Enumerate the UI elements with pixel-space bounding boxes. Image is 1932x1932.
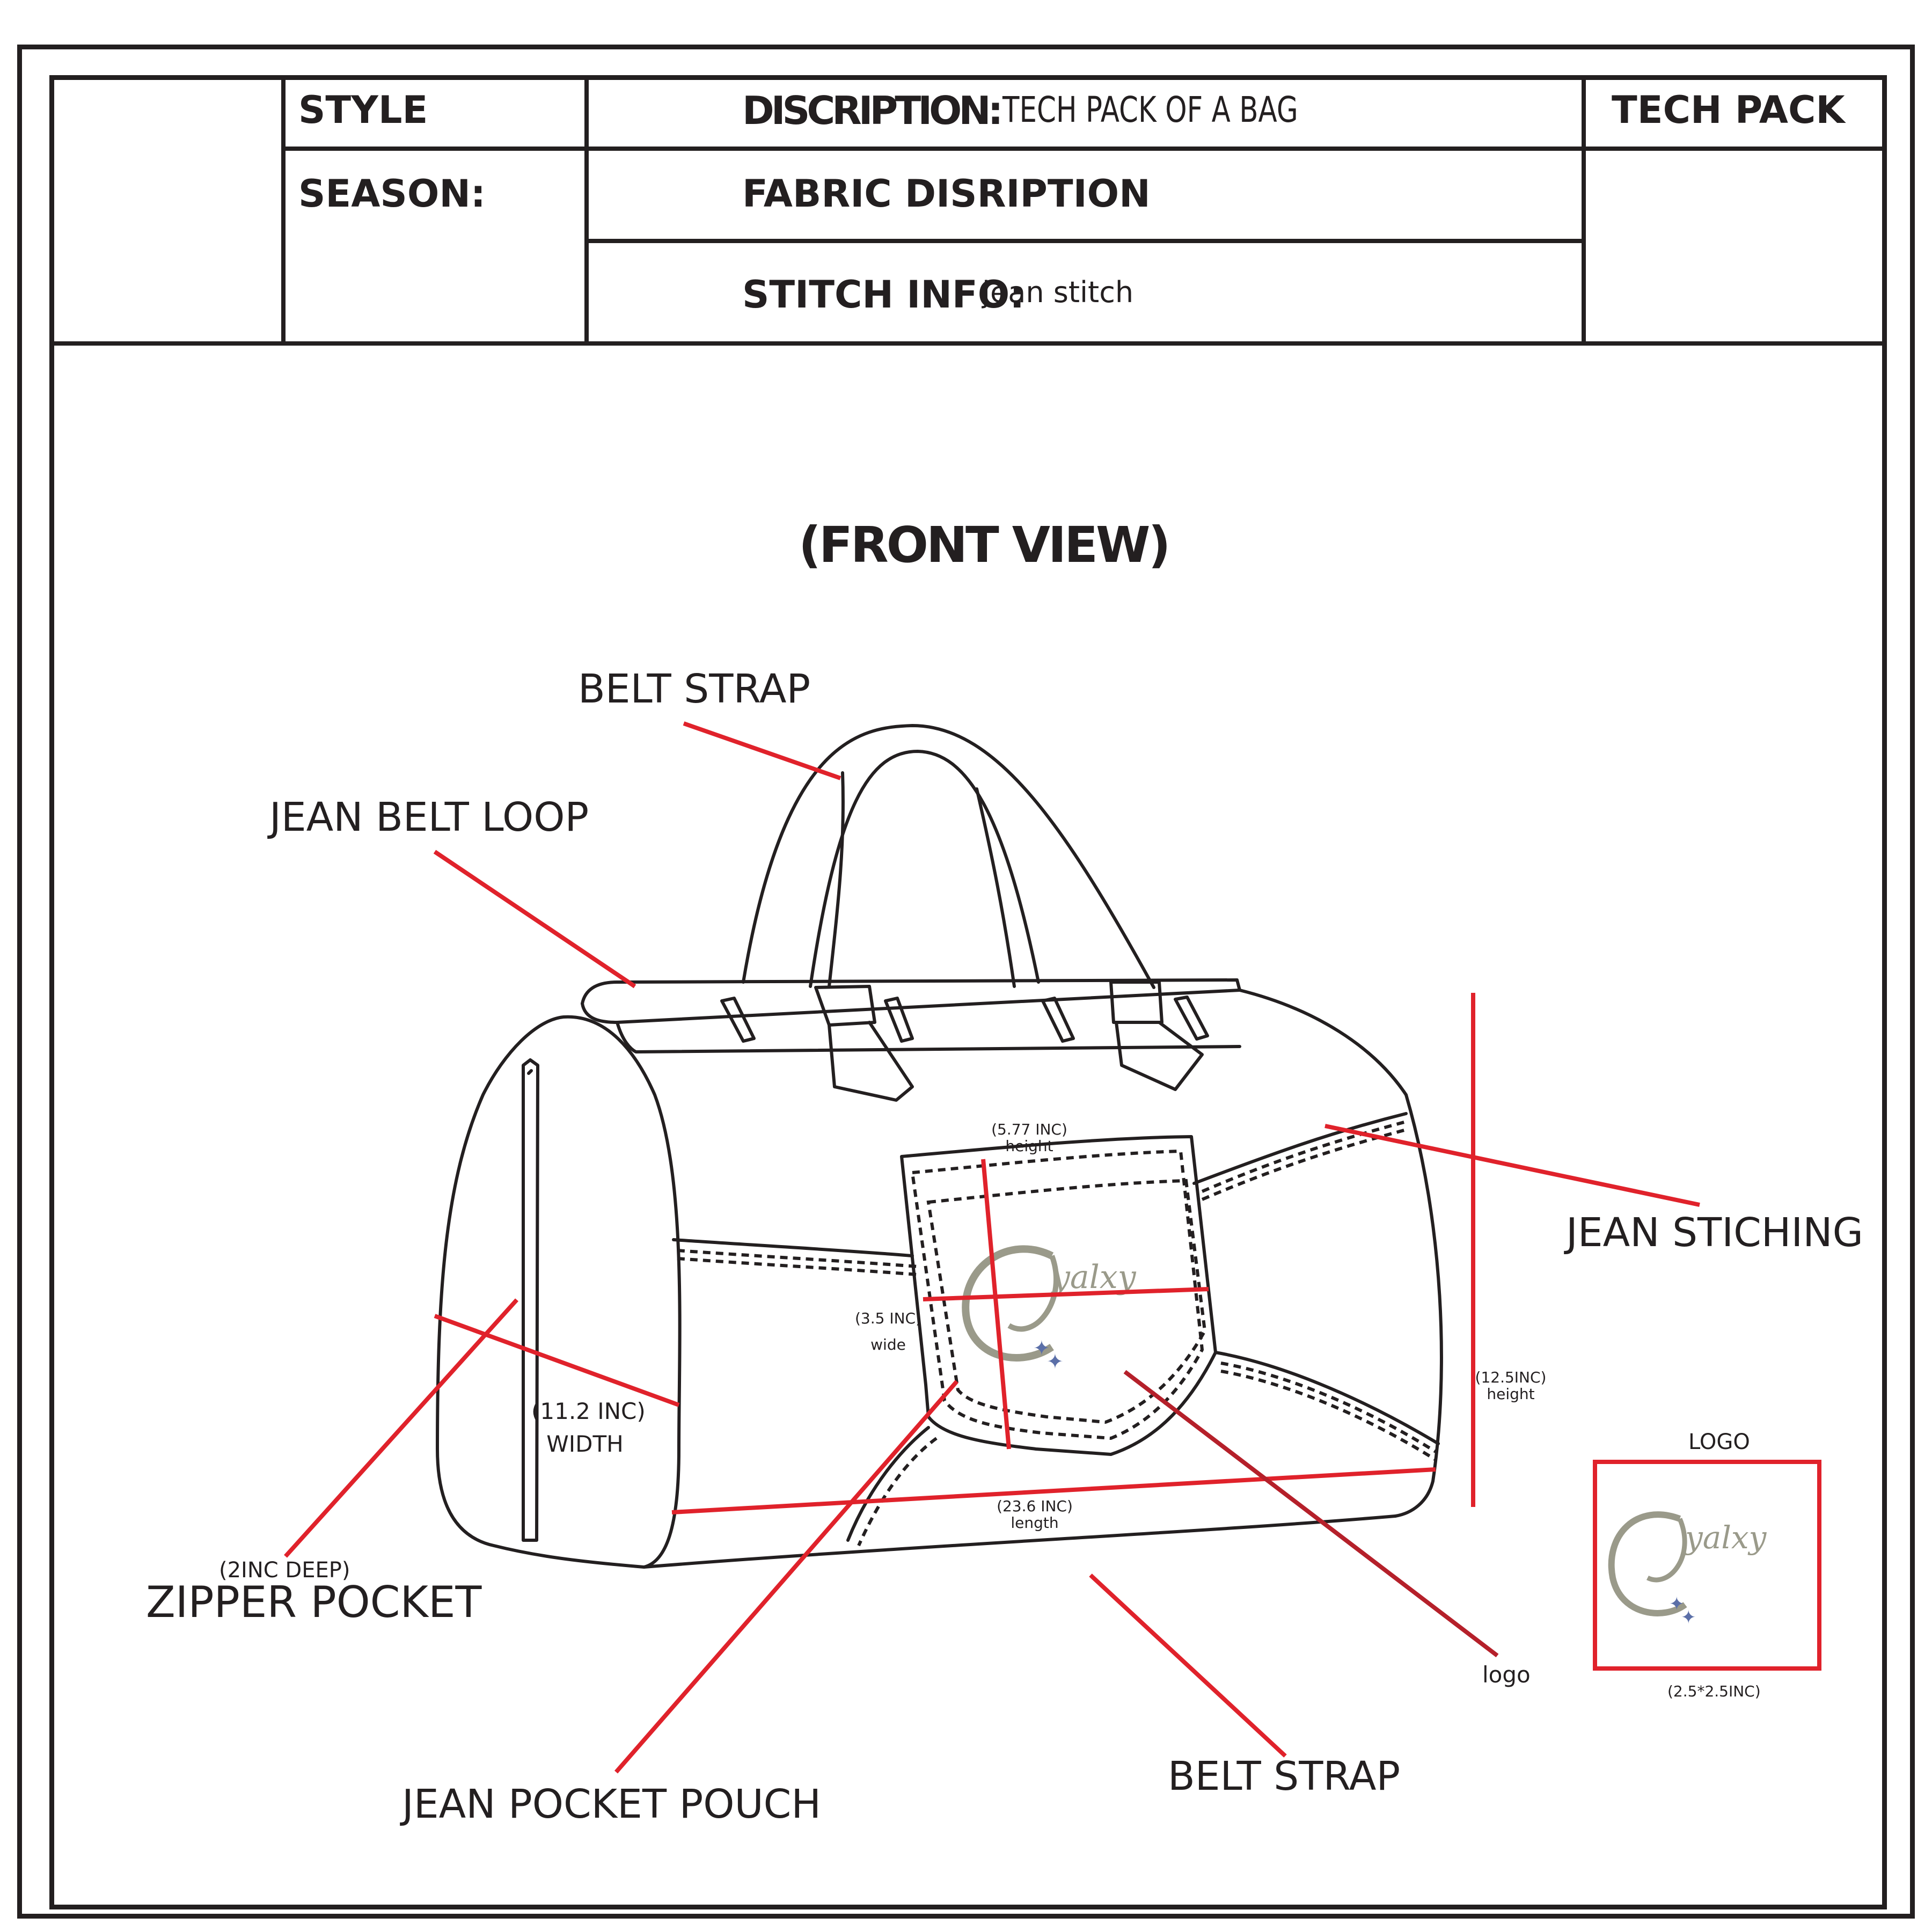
bag-length-value: (23.6 INC) xyxy=(997,1497,1073,1515)
pocket-wide-unit: wide xyxy=(870,1335,906,1353)
logo-pointer-label: logo xyxy=(1482,1662,1531,1688)
bag-height-unit: height xyxy=(1487,1385,1535,1403)
stitch-info-value: jean stitch xyxy=(982,275,1134,309)
zipper-pocket-depth-note: (2INC DEEP) xyxy=(219,1558,350,1583)
callout-line-jean-pocket-pouch xyxy=(614,1380,959,1774)
pocket-height-line xyxy=(981,1159,1011,1450)
logo-box-graphic: yalxy ✦ ✦ xyxy=(1608,1511,1767,1628)
pocket-width-line xyxy=(923,1287,1209,1301)
svg-text:✦: ✦ xyxy=(1033,1337,1050,1360)
bag-length-unit: length xyxy=(1011,1513,1059,1532)
side-width-value: (11.2 INC) xyxy=(531,1398,646,1424)
description-label: DISCRIPTION: xyxy=(742,88,1003,133)
sheet-outer-border xyxy=(17,45,1915,1919)
header-col1-rule xyxy=(281,75,286,343)
zipper-pocket-label: ZIPPER POCKET xyxy=(146,1577,482,1627)
front-view-title: (FRONT VIEW) xyxy=(799,516,1171,574)
tech-pack-label: TECH PACK xyxy=(1612,88,1845,132)
svg-text:✦: ✦ xyxy=(1669,1594,1685,1614)
svg-text:yalxy: yalxy xyxy=(1050,1258,1137,1296)
side-width-measurement: (11.2 INC) WIDTH xyxy=(531,1395,646,1461)
bag-length-line xyxy=(671,1467,1436,1514)
belt-strap-bottom-label: BELT STRAP xyxy=(1168,1753,1401,1799)
header-row1-rule xyxy=(281,147,1887,151)
side-width-line xyxy=(434,1314,680,1407)
header-col2-rule xyxy=(584,75,589,343)
bag-height-value: (12.5INC) xyxy=(1475,1368,1547,1386)
logo-box-frame xyxy=(1593,1460,1821,1671)
pocket-height-unit: height xyxy=(1005,1137,1053,1155)
style-label: STYLE xyxy=(298,88,428,132)
pocket-height-value: (5.77 INC) xyxy=(991,1121,1067,1138)
header-row2-rule xyxy=(587,239,1584,243)
belt-strap-top-label: BELT STRAP xyxy=(578,666,811,712)
sheet-inner-border xyxy=(49,75,1887,1909)
side-width-unit: WIDTH xyxy=(546,1430,624,1457)
pocket-logo: yalxy ✦ ✦ xyxy=(962,1245,1137,1373)
pocket-height-measurement: (5.77 INC) height xyxy=(986,1121,1072,1155)
callout-line-logo xyxy=(1123,1370,1499,1658)
callout-line-belt-strap-top xyxy=(683,721,841,780)
season-label: SEASON: xyxy=(298,172,486,216)
svg-text:✦: ✦ xyxy=(1046,1351,1064,1373)
bag-height-measurement: (12.5INC) height xyxy=(1470,1368,1551,1403)
callout-line-jean-stiching xyxy=(1324,1124,1700,1207)
callout-line-zipper-pocket xyxy=(284,1298,518,1558)
header-col3-rule xyxy=(1582,75,1586,343)
jean-stiching-label: JEAN STICHING xyxy=(1566,1210,1863,1256)
pocket-wide-value: (3.5 INC) xyxy=(854,1309,922,1327)
jean-belt-loop-label: JEAN BELT LOOP xyxy=(269,794,589,840)
jean-pocket-pouch-label: JEAN POCKET POUCH xyxy=(402,1781,821,1827)
svg-text:✦: ✦ xyxy=(1681,1607,1696,1628)
callout-line-belt-strap-bottom xyxy=(1089,1574,1287,1758)
logo-box-title: LOGO xyxy=(1688,1430,1750,1454)
logo-box-size: (2.5*2.5INC) xyxy=(1667,1682,1761,1700)
callout-line-jean-belt-loop xyxy=(433,850,636,989)
pocket-wide-measurement: (3.5 INC) wide xyxy=(853,1309,923,1353)
bag-length-measurement: (23.6 INC) length xyxy=(992,1498,1078,1532)
svg-text:yalxy: yalxy xyxy=(1684,1519,1767,1556)
stitch-info-label: STITCH INFO: xyxy=(742,273,1025,317)
description-value: TECH PACK OF A BAG xyxy=(1002,89,1298,130)
header-bottom-rule xyxy=(49,341,1887,346)
fabric-description-label: FABRIC DISRIPTION xyxy=(742,172,1151,216)
